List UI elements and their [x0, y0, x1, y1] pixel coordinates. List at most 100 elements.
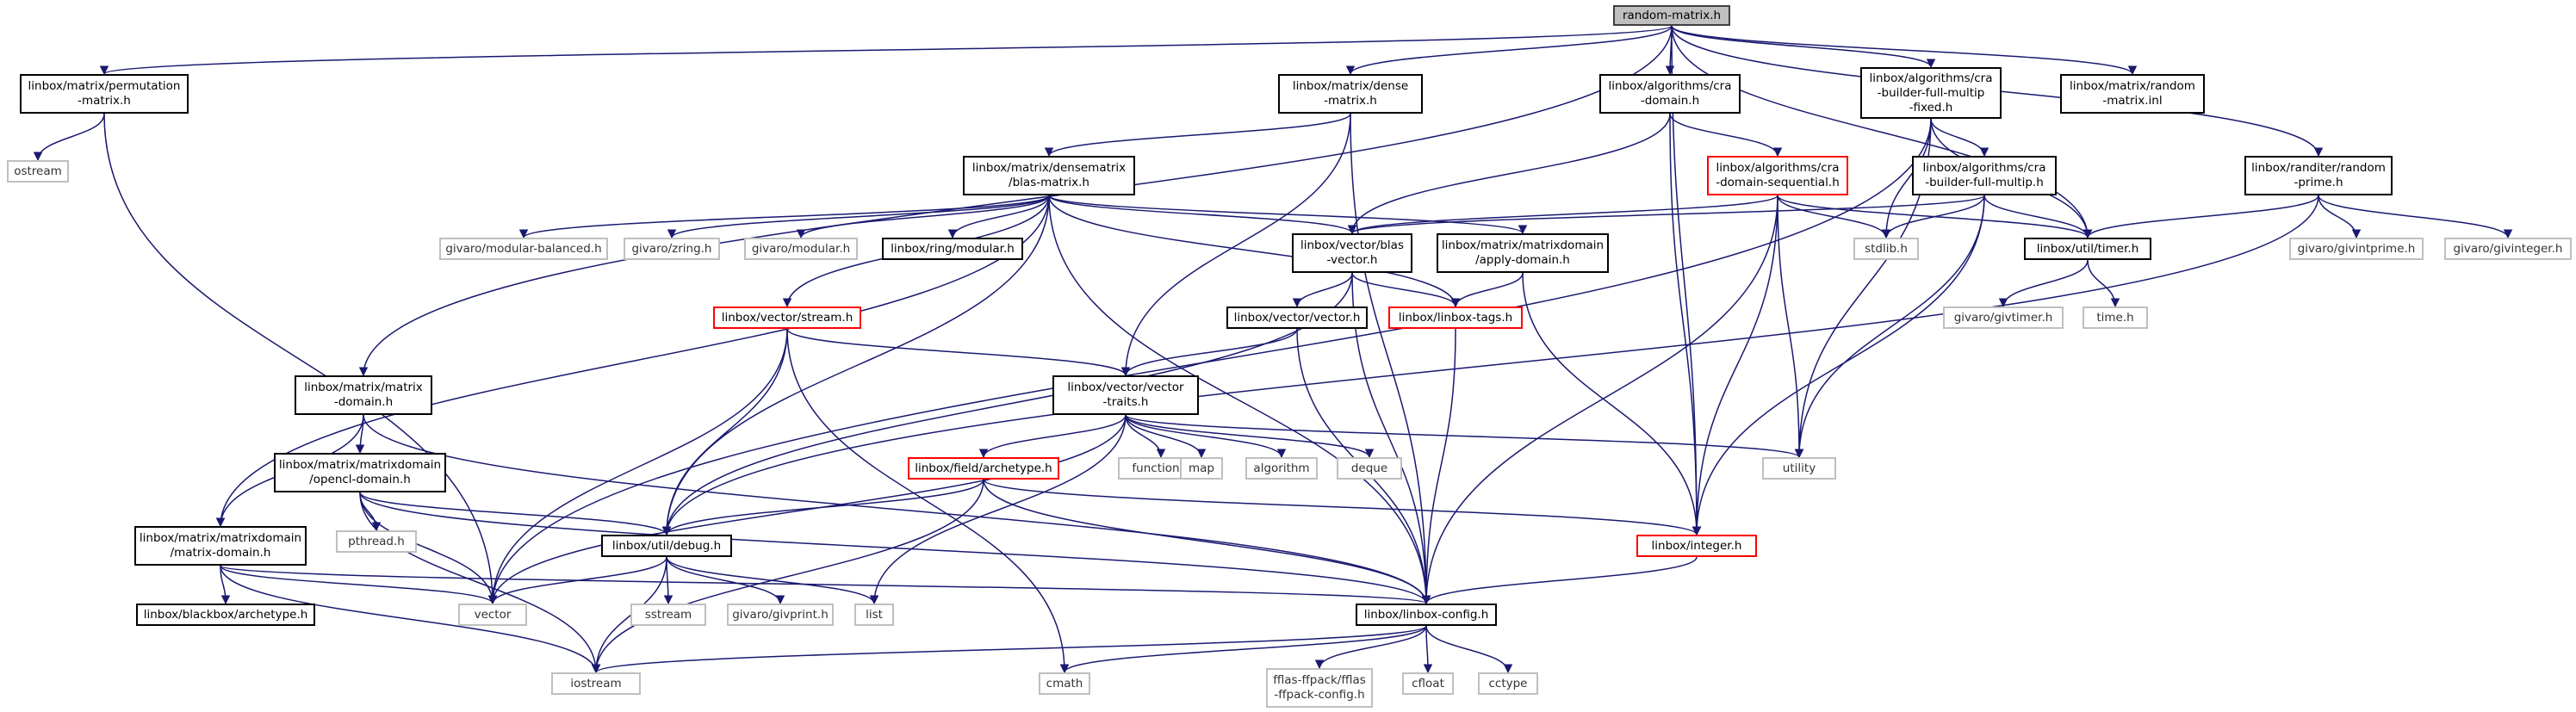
node-linbox-matrix-dense-matrix-h[interactable]: linbox/matrix/dense -matrix.h	[1278, 74, 1423, 114]
edge-n37-n45	[220, 565, 1431, 605]
edge-n11-n19	[2083, 195, 2319, 239]
node-iostream: iostream	[551, 672, 641, 695]
edge-n3-n45	[1350, 113, 1431, 605]
edge-n8-n24	[1048, 195, 1461, 308]
edge-n45-n47	[1059, 625, 1427, 674]
edge-n1-n6	[1671, 25, 2138, 76]
edge-n9-n45	[1421, 195, 1778, 605]
node-linbox-util-timer-h[interactable]: linbox/util/timer.h	[2024, 238, 2151, 260]
edge-n10-n16	[1348, 195, 1985, 235]
node-givaro-zring-h: givaro/zring.h	[624, 238, 720, 260]
node-linbox-vector-stream-h[interactable]: linbox/vector/stream.h	[713, 306, 861, 329]
node-linbox-matrix-random-matrix-inl[interactable]: linbox/matrix/random -matrix.inl	[2060, 74, 2205, 114]
node-list: list	[854, 604, 894, 626]
edge-n9-n35	[1777, 195, 1804, 459]
node-time-h: time.h	[2083, 306, 2148, 329]
node-linbox-algorithms-cra-builder-full-multip-fixed-h[interactable]: linbox/algorithms/cra -builder-full-mult…	[1860, 67, 2002, 119]
node-linbox-field-archetype-h[interactable]: linbox/field/archetype.h	[908, 457, 1059, 480]
node-givaro-givtimer-h: givaro/givtimer.h	[1943, 306, 2064, 329]
edge-n45-n46	[592, 625, 1427, 674]
node-linbox-vector-blas-vector-h[interactable]: linbox/vector/blas -vector.h	[1292, 233, 1412, 273]
edge-n37-n46	[220, 565, 601, 674]
node-linbox-vector-vector-h[interactable]: linbox/vector/vector.h	[1226, 306, 1368, 329]
edge-n30-n39	[983, 479, 1702, 536]
edge-n22-n38	[661, 328, 788, 536]
edge-n9-n16	[1347, 195, 1778, 235]
node-pthread-h: pthread.h	[336, 530, 417, 553]
node-linbox-algorithms-cra-domain-h[interactable]: linbox/algorithms/cra -domain.h	[1599, 74, 1741, 114]
edge-n1-n5	[1671, 25, 1936, 69]
node-linbox-matrix-matrixdomain-apply-domain-h[interactable]: linbox/matrix/matrixdomain /apply-domain…	[1437, 233, 1609, 273]
edge-n8-n45	[1048, 195, 1431, 605]
edge-n28-n32	[1125, 414, 1207, 459]
edge-n38-n41	[487, 556, 667, 605]
node-cctype: cctype	[1478, 672, 1538, 695]
node-algorithm: algorithm	[1245, 457, 1318, 480]
node-linbox-matrix-matrixdomain-opencl-domain-h[interactable]: linbox/matrix/matrixdomain /opencl-domai…	[274, 453, 446, 492]
node-linbox-algorithms-cra-builder-full-multip-h[interactable]: linbox/algorithms/cra -builder-full-mult…	[1912, 156, 2057, 195]
edge-n3-n8	[1044, 113, 1351, 158]
edge-n29-n46	[359, 492, 601, 674]
edge-n22-n28	[786, 328, 1131, 377]
node-linbox-matrix-matrixdomain-matrix-domain-h[interactable]: linbox/matrix/matrixdomain /matrix-domai…	[134, 526, 307, 566]
edge-n30-n45	[983, 479, 1431, 605]
edge-n8-n13	[667, 195, 1050, 239]
edge-n9-n39	[1691, 195, 1778, 536]
node-linbox-blackbox-archetype-h[interactable]: linbox/blackbox/archetype.h	[136, 604, 315, 626]
edge-n29-n41	[359, 492, 498, 605]
edge-n10-n19	[1983, 195, 2093, 239]
node-linbox-linbox-tags-h[interactable]: linbox/linbox-tags.h	[1388, 306, 1523, 329]
node-fflas-ffpack-fflas-ffpack-config-h: fflas-ffpack/fflas -ffpack-config.h	[1266, 668, 1373, 708]
node-random-matrix-h[interactable]: random-matrix.h	[1613, 5, 1730, 26]
edge-n29-n38	[359, 492, 672, 536]
edge-n10-n18	[1881, 195, 1985, 239]
node-ostream: ostream	[7, 160, 69, 183]
edge-n37-n40	[220, 565, 231, 605]
node-linbox-linbox-config-h[interactable]: linbox/linbox-config.h	[1356, 604, 1497, 626]
node-linbox-ring-modular-h[interactable]: linbox/ring/modular.h	[882, 238, 1023, 260]
edge-n22-n41	[487, 328, 788, 605]
edge-n8-n15	[947, 195, 1050, 239]
node-cmath: cmath	[1039, 672, 1090, 695]
node-givaro-modular-h: givaro/modular.h	[744, 238, 858, 260]
edge-n24-n45	[1421, 328, 1456, 605]
edge-n8-n17	[1048, 195, 1528, 235]
edge-n10-n39	[1691, 195, 1985, 536]
edge-n8-n16	[1048, 195, 1357, 235]
node-linbox-algorithms-cra-domain-sequential-h[interactable]: linbox/algorithms/cra -domain-sequential…	[1707, 156, 1848, 195]
edge-n11-n20	[2318, 195, 2362, 239]
node-linbox-matrix-matrix-domain-h[interactable]: linbox/matrix/matrix -domain.h	[295, 375, 432, 415]
edge-layer	[33, 25, 2513, 674]
node-linbox-util-debug-h[interactable]: linbox/util/debug.h	[601, 535, 732, 557]
edge-n28-n44	[869, 414, 1127, 605]
edge-n1-n2	[100, 25, 1673, 76]
edge-n8-n38	[661, 195, 1050, 536]
node-stdlib-h: stdlib.h	[1853, 238, 1919, 260]
edge-n11-n21	[2318, 195, 2513, 239]
edge-n17-n39	[1522, 272, 1702, 536]
node-givaro-givintprime-h: givaro/givintprime.h	[2289, 238, 2424, 260]
edge-n10-n35	[1794, 195, 1985, 459]
node-sstream: sstream	[630, 604, 706, 626]
edge-n5-n18	[1881, 118, 1932, 239]
edge-n37-n41	[220, 565, 498, 605]
edge-n23-n28	[1120, 328, 1298, 377]
edge-n4-n16	[1347, 113, 1671, 235]
edge-n1-n19	[1671, 25, 2093, 239]
node-linbox-integer-h[interactable]: linbox/integer.h	[1636, 535, 1757, 557]
edge-n38-n43	[666, 556, 785, 605]
node-linbox-vector-vector-traits-h[interactable]: linbox/vector/vector -traits.h	[1052, 375, 1199, 415]
edge-n5-n10	[1930, 118, 1989, 158]
edge-n28-n30	[978, 414, 1127, 459]
node-linbox-matrix-densematrix-blas-matrix-h[interactable]: linbox/matrix/densematrix /blas-matrix.h	[963, 156, 1135, 195]
node-givaro-givinteger-h: givaro/givinteger.h	[2444, 238, 2572, 260]
node-vector: vector	[458, 604, 527, 626]
edge-n45-n48	[1314, 625, 1427, 670]
node-linbox-randiter-random-prime-h[interactable]: linbox/randiter/random -prime.h	[2244, 156, 2393, 195]
edge-n28-n31	[1125, 414, 1166, 459]
node-givaro-givprint-h: givaro/givprint.h	[727, 604, 834, 626]
node-linbox-matrix-permutation-matrix-h[interactable]: linbox/matrix/permutation -matrix.h	[20, 74, 189, 114]
edge-n28-n33	[1125, 414, 1287, 459]
node-utility: utility	[1762, 457, 1836, 480]
